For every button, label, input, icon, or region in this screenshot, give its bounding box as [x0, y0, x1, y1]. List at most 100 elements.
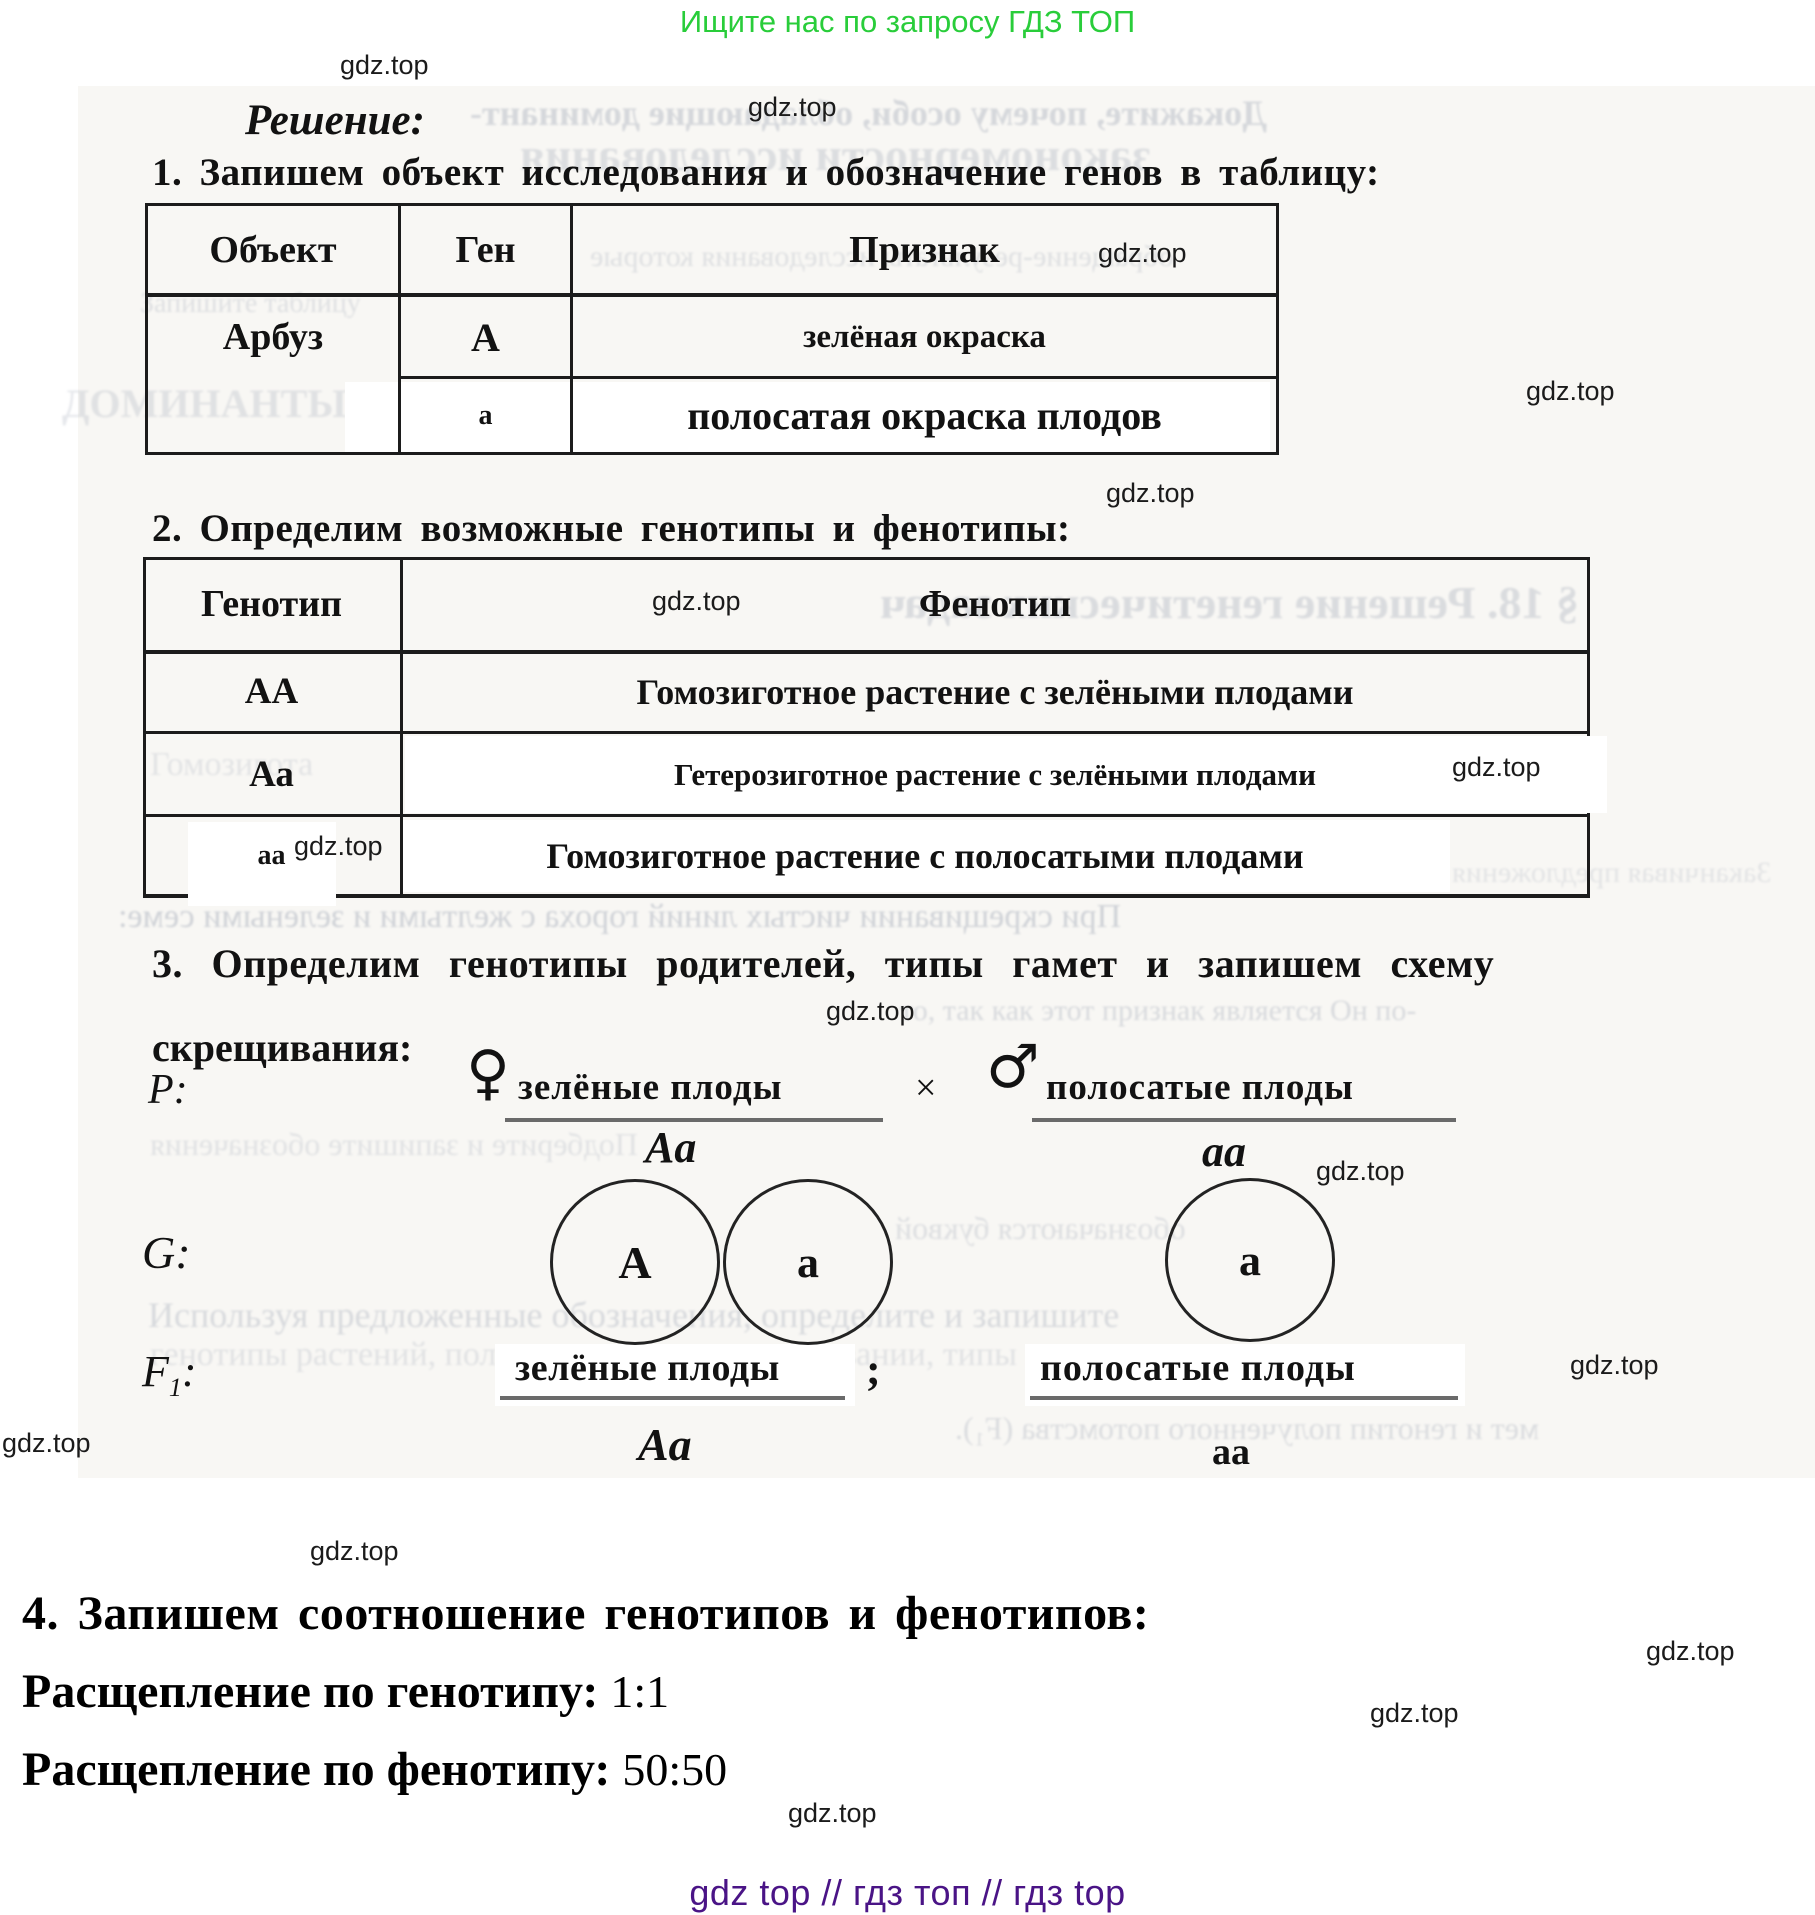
f1-left-underline	[500, 1396, 845, 1400]
gdz-watermark: gdz.top	[310, 1536, 399, 1566]
gdz-watermark: gdz.top	[1370, 1698, 1459, 1728]
gdz-watermark: gdz.top	[826, 996, 915, 1026]
step3-heading-line1: 3. Определим генотипы родителей, типы га…	[152, 941, 1495, 986]
gametes-label-colon: :	[175, 1227, 191, 1278]
table1-header-object: Объект	[209, 229, 337, 271]
gdz-watermark: gdz.top	[1526, 376, 1615, 406]
gdz-watermark: gdz.top	[1646, 1636, 1735, 1666]
bleed-through-text: Подберите и запишите обозначения	[150, 1126, 638, 1162]
table1-gene-recessive: а	[478, 399, 493, 431]
f1-right-underline	[1030, 1396, 1458, 1400]
gamete-circle-a-male: а	[1165, 1178, 1335, 1342]
f1-label-colon: :	[181, 1347, 197, 1396]
male-genotype-label: aa	[1202, 1127, 1246, 1176]
table1-divider-col1	[398, 203, 401, 455]
gdz-watermark: gdz.top	[748, 92, 837, 122]
genotype-ratio-label: Расщепление по генотипу:	[22, 1665, 599, 1718]
gamete-letter: а	[1239, 1235, 1261, 1285]
male-phenotype: полосатые плоды	[1046, 1067, 1354, 1108]
gamete-circle-a-female: а	[723, 1179, 893, 1345]
table2-genotype-aa: аа	[257, 840, 286, 871]
gdz-watermark: gdz.top	[294, 831, 383, 861]
gdz-watermark: gdz.top	[1452, 752, 1541, 782]
gdz-watermark: gdz.top	[2, 1428, 91, 1458]
table2-phenotype-Aa: Гетерозиготное растение с зелёными плода…	[673, 756, 1317, 792]
table1-border-right	[1276, 203, 1279, 455]
table1-header-trait: Признак	[849, 229, 1000, 271]
gdz-watermark: gdz.top	[1106, 478, 1195, 508]
paste-box	[405, 736, 1607, 813]
table2-genotype-Aa: Аа	[249, 754, 294, 795]
paste-box	[345, 382, 1270, 452]
gdz-watermark: gdz.top	[1570, 1350, 1659, 1380]
table1-header-gene: Ген	[455, 229, 516, 271]
f1-right-genotype: аа	[1212, 1431, 1250, 1473]
phenotype-ratio-value: 50:50	[622, 1744, 728, 1795]
solution-title: Решение:	[245, 97, 425, 144]
female-phenotype-underline	[505, 1118, 883, 1122]
female-icon: ♀	[466, 1038, 510, 1108]
f1-left-phenotype: зелёные плоды	[515, 1347, 780, 1389]
table2-divider-header	[143, 650, 1590, 654]
table2-phenotype-AA: Гомозиготное растение с зелёными плодами	[636, 671, 1354, 712]
bleed-through-text: ДОМИНАНТЫ	[62, 381, 347, 426]
female-genotype-label: Aa	[645, 1123, 697, 1172]
table2-phenotype-aa: Гомозиготное растение с полосатыми плода…	[546, 836, 1304, 876]
table1-border-top	[145, 203, 1279, 206]
f1-label-base: F	[142, 1347, 169, 1396]
table1-border-bottom	[145, 452, 1279, 455]
gdz-watermark: gdz.top	[788, 1798, 877, 1828]
phenotype-ratio-line: Расщепление по фенотипу: 50:50	[22, 1742, 727, 1797]
table1-divider-row	[398, 376, 1279, 379]
gamete-letter: а	[797, 1237, 819, 1287]
table1-trait-dominant: зелёная окраска	[803, 318, 1046, 355]
paste-box	[495, 1344, 855, 1406]
top-banner-text: Ищите нас по запросу ГДЗ ТОП	[679, 4, 1136, 39]
f1-right-phenotype: полосатые плоды	[1040, 1347, 1356, 1389]
table1-border-left	[145, 203, 148, 455]
step2-heading: 2. Определим возможные генотипы и феноти…	[152, 507, 1071, 550]
gametes-row-label: G:	[142, 1226, 191, 1279]
f1-row-label: F1:	[142, 1346, 197, 1403]
genotype-ratio-line: Расщепление по генотипу: 1:1	[22, 1664, 669, 1719]
table1-gene-dominant: А	[471, 314, 500, 360]
gdz-watermark: gdz.top	[1316, 1156, 1405, 1186]
table2-header-genotype: Генотип	[201, 583, 342, 625]
paste-box	[188, 822, 336, 906]
gamete-circle-A: А	[550, 1179, 720, 1345]
gdz-watermark: gdz.top	[652, 586, 741, 616]
f1-separator: ;	[866, 1345, 881, 1394]
bleed-through-text: обозначаются буквой	[895, 1210, 1186, 1246]
gdz-watermark: gdz.top	[340, 50, 429, 80]
cross-icon: ×	[915, 1067, 937, 1109]
table2-header-phenotype: Фенотип	[918, 583, 1072, 625]
phenotype-ratio-label: Расщепление по фенотипу:	[22, 1743, 611, 1796]
gametes-label-base: G	[142, 1227, 176, 1278]
table2-border-left	[143, 557, 146, 897]
footer-text: gdz top // гдз топ // гдз top	[689, 1872, 1126, 1913]
table2-divider-col	[400, 557, 403, 897]
bleed-through-text: то, так как этот признак является Он по-	[900, 994, 1417, 1027]
table2-border-bottom	[143, 894, 1590, 898]
paste-box	[1025, 1344, 1465, 1406]
bleed-through-text: Гомозигота	[150, 746, 314, 783]
female-phenotype: зелёные плоды	[518, 1067, 783, 1108]
f1-left-genotype: Aa	[638, 1419, 692, 1470]
table2-border-right	[1587, 557, 1590, 897]
table2-genotype-AA: АА	[244, 671, 299, 712]
f1-label-subscript: 1	[168, 1372, 182, 1402]
paste-box	[400, 820, 1450, 892]
table2-border-top	[143, 557, 1590, 560]
gdz-watermark: gdz.top	[1098, 238, 1187, 268]
parents-row-label: P:	[148, 1067, 188, 1113]
step1-heading: 1. Запишем объект исследования и обознач…	[152, 151, 1380, 194]
male-icon: ♂	[986, 1032, 1040, 1102]
table1-divider-col2	[570, 203, 573, 455]
table1-trait-recessive: полосатая окраска плодов	[687, 393, 1162, 438]
table2-divider-row2	[143, 814, 1590, 817]
step4-heading: 4. Запишем соотношение генотипов и фенот…	[22, 1587, 1150, 1640]
table2-divider-row1	[143, 731, 1590, 734]
step3-heading-line2: скрещивания:	[152, 1025, 413, 1070]
genotype-ratio-value: 1:1	[610, 1666, 670, 1717]
